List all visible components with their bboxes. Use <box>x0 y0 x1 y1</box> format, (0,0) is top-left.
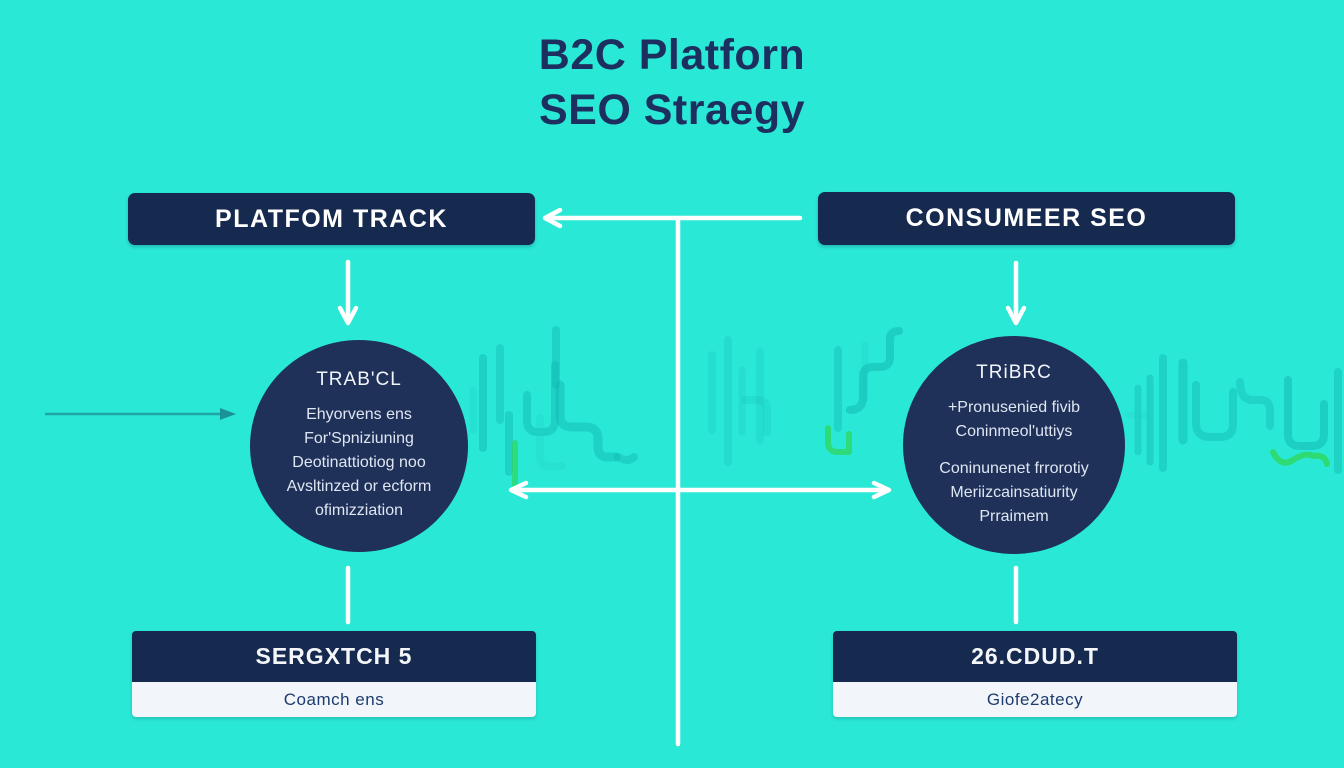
consumer-circle-line: Coninmeol'uttiys <box>955 422 1073 440</box>
double-arrow-between-circles <box>508 480 892 500</box>
platform-circle-line: ofimizziation <box>314 502 404 519</box>
consumer-circle-line: Coninunenet frrorotiy <box>939 459 1089 477</box>
platform-circle-line: Deotinattiotiog noo <box>292 454 426 471</box>
consumer-seo-circle: TRiBRC +Pronusenied fivib Coninmeol'utti… <box>903 336 1125 554</box>
platform-circle-title: TRAB'CL <box>316 369 402 390</box>
decor-cluster-mid <box>708 336 771 466</box>
consumer-result-box: 26.CDUD.T Giofe2atecy <box>833 631 1237 717</box>
consumer-circle-line: +Pronusenied fivib <box>947 398 1081 416</box>
consumer-circle-line: Meriizcainsatiurity <box>950 483 1078 501</box>
consumer-seo-header-box: CONSUMEER SEO <box>818 192 1235 245</box>
platform-circle-line: Avsltinzed or ecform <box>286 478 432 495</box>
arrow-platform-header-to-circle <box>337 259 359 326</box>
platform-circle-line: For'Spniziuning <box>304 430 414 447</box>
decor-cluster-right-edge <box>1126 354 1342 474</box>
platform-result-header: SERGXTCH 5 <box>132 631 536 682</box>
consumer-seo-header-label: CONSUMEER SEO <box>905 204 1148 232</box>
platform-circle-line: Ehyorvens ens <box>306 406 412 423</box>
consumer-result-header: 26.CDUD.T <box>833 631 1237 682</box>
faint-left-line <box>45 408 236 420</box>
arrow-consumer-to-platform <box>542 207 803 229</box>
platform-track-header-label: PLATFOM TRACK <box>215 204 448 233</box>
page-title: B2C Platforn SEO Straegy <box>0 28 1344 138</box>
arrow-consumer-header-to-circle <box>1005 260 1027 326</box>
consumer-result-subtext: Giofe2atecy <box>833 682 1237 717</box>
platform-track-circle: TRAB'CL Ehyorvens ens For'Spniziuning De… <box>250 340 468 552</box>
consumer-result-header-label: 26.CDUD.T <box>971 643 1099 669</box>
platform-result-subtext: Coamch ens <box>132 682 536 717</box>
consumer-circle-line: Prraimem <box>979 507 1049 525</box>
decor-cluster-right-circle <box>825 327 903 455</box>
consumer-circle-title: TRiBRC <box>976 361 1052 383</box>
platform-track-header-box: PLATFOM TRACK <box>128 193 535 245</box>
title-line-1: B2C Platforn <box>538 31 806 79</box>
platform-result-box: SERGXTCH 5 Coamch ens <box>132 631 536 717</box>
title-line-2: SEO Straegy <box>539 86 805 134</box>
decor-cluster-left <box>469 326 638 488</box>
consumer-result-subtext-label: Giofe2atecy <box>986 689 1084 709</box>
platform-result-header-label: SERGXTCH 5 <box>255 643 413 669</box>
platform-result-subtext-label: Coamch ens <box>283 689 385 709</box>
